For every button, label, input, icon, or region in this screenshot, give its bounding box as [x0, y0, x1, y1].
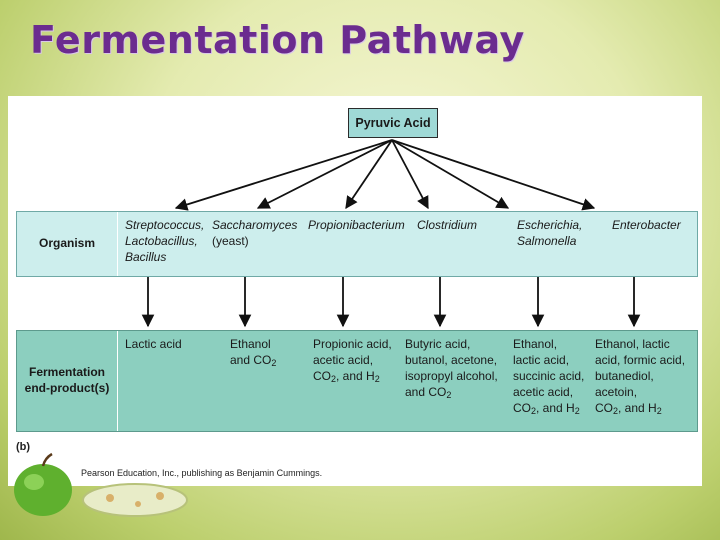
product-line: CO2, and H2: [513, 401, 580, 416]
product-line: butanol, acetone,: [405, 353, 498, 367]
organism-line: Propionibacterium: [308, 218, 405, 232]
organism-line: Salmonella: [517, 234, 577, 248]
organism-line: Clostridium: [417, 218, 478, 232]
product-line: Butyric acid,: [405, 337, 471, 351]
product-line: acetic acid,: [513, 385, 574, 399]
product-line: Ethanol,: [513, 337, 558, 351]
organism-cell-3: Propionibacterium: [308, 217, 405, 233]
product-cell-3: Propionic acid, acetic acid, CO2, and H2: [313, 336, 392, 387]
figure-label: (b): [16, 441, 31, 453]
organism-cell-1: Streptococcus, Lactobacillus, Bacillus: [125, 217, 204, 265]
product-cell-4: Butyric acid, butanol, acetone, isopropy…: [405, 336, 498, 403]
product-line: CO2, and H2: [313, 369, 380, 384]
end-product-header-line: end-product(s): [24, 381, 110, 395]
product-line: acetic acid,: [313, 353, 374, 367]
organism-line: Bacillus: [125, 250, 167, 264]
product-cell-6: Ethanol, lactic acid, formic acid, butan…: [595, 336, 697, 419]
end-product-header-line: Fermentation: [28, 365, 105, 380]
organism-line: Lactobacillus,: [125, 234, 198, 248]
fermentation-diagram: Pyruvic Acid Organism Streptococcus, Lac…: [8, 96, 702, 486]
organism-line: Streptococcus,: [125, 218, 205, 232]
petri-dish-icon: [82, 483, 188, 517]
root-arrow-5: [391, 139, 510, 209]
product-line: Ethanol, lactic: [595, 337, 670, 351]
product-line: butanediol, acetoin,: [595, 369, 654, 399]
publisher-credit: Pearson Education, Inc., publishing as B…: [81, 468, 323, 478]
product-line: CO2, and H2: [595, 401, 662, 416]
root-arrow-4: [391, 139, 429, 210]
organism-cell-5: Escherichia, Salmonella: [517, 217, 582, 249]
product-line: Ethanol: [230, 337, 271, 351]
product-line: acid, formic acid,: [595, 353, 686, 367]
organism-header: Organism: [17, 212, 118, 276]
product-line: Lactic acid: [125, 337, 182, 351]
root-arrow-6: [391, 139, 596, 211]
organism-cell-2: Saccharomyces (yeast): [212, 217, 297, 249]
apple-icon: [14, 452, 72, 516]
organism-line: Escherichia,: [517, 218, 583, 232]
product-line: and CO2: [230, 353, 277, 368]
root-arrow-2: [256, 139, 393, 209]
organism-row: Organism Streptococcus, Lactobacillus, B…: [16, 211, 698, 277]
product-cell-2: Ethanol and CO2: [230, 336, 276, 371]
product-line: lactic acid,: [513, 353, 570, 367]
organism-line: (yeast): [212, 234, 249, 248]
root-arrow-1: [174, 139, 393, 211]
product-line: isopropyl alcohol,: [405, 369, 498, 383]
product-line: Propionic acid,: [313, 337, 392, 351]
end-product-row: Fermentation end-product(s) Lactic acid …: [16, 330, 698, 432]
root-arrow-3: [345, 139, 393, 210]
product-line: and CO2: [405, 385, 452, 400]
organism-line: Enterobacter: [612, 218, 681, 232]
slide-title: Fermentation Pathway: [30, 18, 525, 62]
organism-cell-4: Clostridium: [417, 217, 477, 233]
organism-cell-6: Enterobacter: [612, 217, 681, 233]
end-product-header: Fermentation end-product(s): [17, 331, 118, 431]
pathway-arrows: [141, 139, 641, 328]
product-cell-5: Ethanol, lactic acid, succinic acid, ace…: [513, 336, 584, 419]
product-cell-1: Lactic acid: [125, 336, 182, 352]
product-line: succinic acid,: [513, 369, 585, 383]
pyruvic-acid-box: Pyruvic Acid: [348, 108, 438, 138]
organism-line: Saccharomyces: [212, 218, 298, 232]
